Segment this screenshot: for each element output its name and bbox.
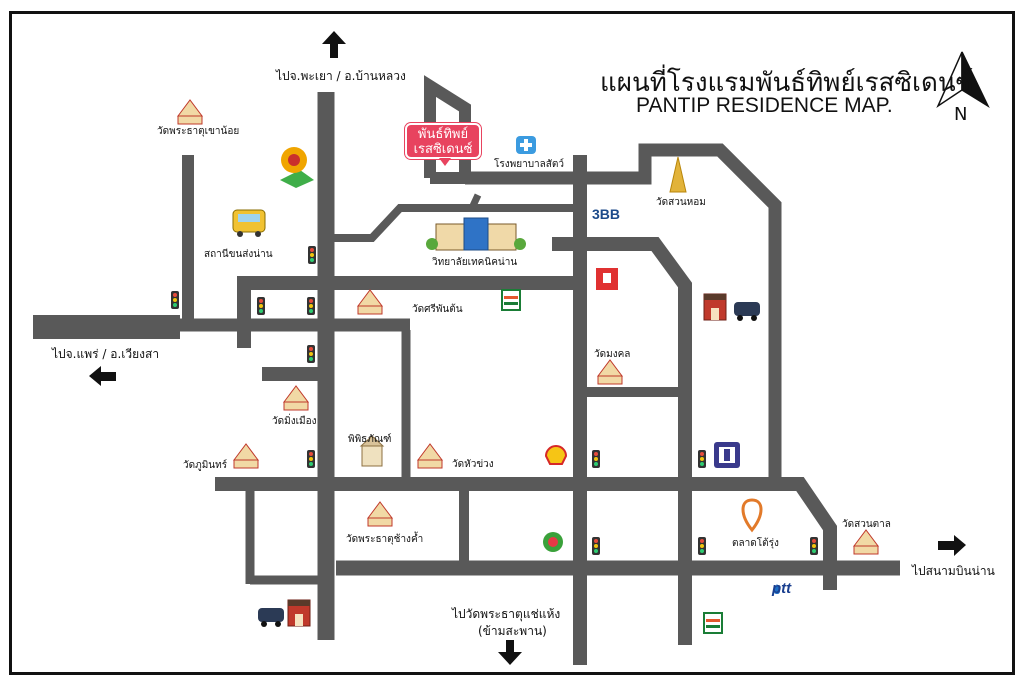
traffic-light-icon <box>307 345 315 363</box>
temple-icon-mongkhon <box>597 359 623 385</box>
traffic-light-icon <box>307 450 315 468</box>
traffic-light-icon <box>308 246 316 264</box>
direction-south-label-1: ไปวัดพระธาตุแช่แห้ง <box>452 607 561 621</box>
road-north-ew <box>465 143 782 490</box>
road-ew-1 <box>237 276 580 348</box>
arrow-east-icon <box>938 535 966 556</box>
direction-north-label: ไปจ.พะเยา / อ.บ้านหลวง <box>276 69 406 83</box>
traffic-lights <box>171 246 818 555</box>
shell-icon <box>544 445 568 465</box>
traffic-light-icon <box>257 297 265 315</box>
place-label-khao-noi: วัดพระธาตุเขาน้อย <box>157 126 240 137</box>
temple-icon-phumin <box>233 443 259 469</box>
place-label-bus-station: สถานีขนส่งน่าน <box>204 249 273 260</box>
map-app-icon <box>280 147 314 188</box>
ptt-drop-icon <box>774 584 780 594</box>
place-label-suan-hom: วัดสวนหอม <box>656 197 706 208</box>
place-label-chang-kham: วัดพระธาตุช้างค้ำ <box>346 534 424 545</box>
stupa-icon <box>669 156 687 193</box>
temple-icon-si-phan-ton <box>357 289 383 315</box>
direction-west-label: ไปจ.แพร่ / อ.เวียงสา <box>52 347 160 361</box>
road-hotel-loop <box>424 75 471 184</box>
temple-icon-hua-khuang <box>417 443 443 469</box>
bus-icon <box>232 209 266 237</box>
place-label-suan-tan: วัดสวนตาล <box>842 519 891 530</box>
temple-icon-ming-mueang <box>283 385 309 411</box>
animal-hospital-icon <box>516 136 536 154</box>
place-label-animal-hospital: โรงพยาบาลสัตว์ <box>494 159 564 170</box>
police-station-icon-south <box>287 599 311 627</box>
place-label-mongkhon: วัดมงคล <box>594 349 631 360</box>
traffic-light-icon <box>592 450 600 468</box>
place-label-phumin: วัดภูมินทร์ <box>183 460 228 471</box>
compass-icon <box>936 51 990 109</box>
place-label-si-phan-ton: วัดศรีพันต้น <box>412 304 463 315</box>
road-network <box>33 75 900 665</box>
traffic-light-icon <box>592 537 600 555</box>
museum-icon <box>359 435 385 467</box>
hotel-pin[interactable]: พันธ์ทิพย์ เรสซิเดนซ์ <box>405 123 481 166</box>
seven-eleven-icon-2 <box>703 612 723 634</box>
place-label-ming-mueang: วัดมิ่งเมือง <box>272 416 317 427</box>
road-college-diag <box>332 204 585 242</box>
police-car-icon-south <box>258 608 284 627</box>
traffic-light-icon <box>698 537 706 555</box>
bank-icon <box>714 442 740 468</box>
3bb-logo: 3BB <box>592 206 621 222</box>
place-label-tech-college: วิทยาลัยเทคนิคน่าน <box>432 257 518 268</box>
pt-gas-icon <box>543 532 563 552</box>
store-red-icon <box>596 268 618 290</box>
hotel-pin-line1: พันธ์ทิพย์ <box>417 127 469 142</box>
temple-icon-chang-kham <box>367 501 393 527</box>
temple-icon-khao-noi <box>177 99 203 125</box>
police-station-icon-east <box>703 293 727 321</box>
traffic-light-icon <box>698 450 706 468</box>
road-college-spur <box>468 193 482 210</box>
police-car-icon-east <box>734 302 760 321</box>
road-east-curve <box>552 237 692 645</box>
hotel-pin-line2: เรสซิเดนซ์ <box>413 142 473 157</box>
arrow-south-icon <box>498 640 522 665</box>
seven-eleven-icon-1 <box>501 289 521 311</box>
road-lower-ew <box>215 477 837 590</box>
compass-label: N <box>954 104 968 125</box>
ptt-logo: ptt <box>772 580 792 597</box>
map-frame <box>9 11 1015 675</box>
traffic-light-icon <box>810 537 818 555</box>
place-label-talat-tosrung: ตลาดโต้รุ่ง <box>732 538 779 549</box>
college-building-icon <box>426 217 526 251</box>
direction-east-label: ไปสนามบินน่าน <box>912 564 995 578</box>
temple-icon-suan-tan <box>853 529 879 555</box>
map-title-thai: แผนที่โรงแรมพันธ์ทิพย์เรสซิเดนซ์ <box>600 68 974 98</box>
place-label-museum: พิพิธภัณฑ์ <box>348 434 392 445</box>
place-label-hua-khuang: วัดหัวข่วง <box>452 459 494 470</box>
map-title-english: PANTIP RESIDENCE MAP. <box>636 94 893 117</box>
market-pin-icon <box>741 498 763 533</box>
traffic-light-icon <box>307 297 315 315</box>
arrow-north-icon <box>322 31 346 58</box>
direction-south-label-2: (ข้ามสะพาน) <box>478 624 547 638</box>
traffic-light-icon <box>171 291 179 309</box>
arrow-west-icon <box>89 366 116 386</box>
